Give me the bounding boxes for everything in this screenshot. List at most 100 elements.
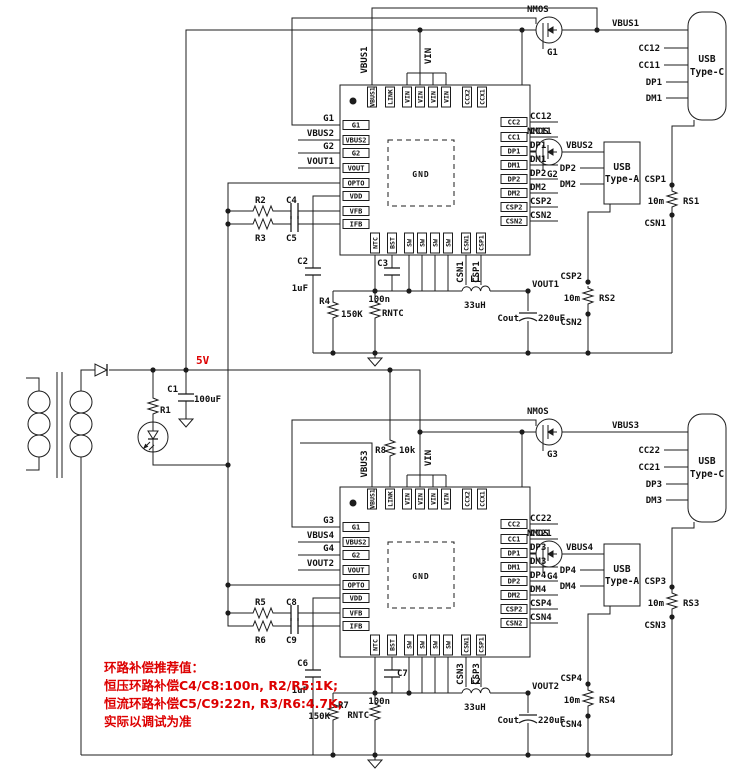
ext-vbus4: VBUS4 [307,531,335,541]
l2-label: L2 [470,677,481,687]
resistor-r6 [249,620,277,632]
usb-type-a-connector-2 [603,543,641,607]
resistor-r1 [147,395,159,419]
c7-label: C7 [397,669,408,679]
resistor-r3 [249,218,277,230]
cout2-value: 220uF [538,716,565,726]
c9-label: C9 [286,636,297,646]
note-line-4: 实际以调试为准 [104,714,192,729]
g2-gate-label: G2 [547,170,558,180]
nmos1-label: NMOS [527,5,549,15]
sense-resistor-rs4 [582,687,594,711]
rs2-csn2: CSN2 [560,318,582,328]
ext-csp4: CSP4 [530,599,552,609]
rs4-label: RS4 [599,696,616,706]
ext-dp4: DP4 [530,571,547,581]
stub-csn3: CSN3 [456,663,466,685]
c2-value: 1uF [292,284,308,294]
l2-value: 33uH [464,703,486,713]
sense-resistor-rs1 [666,188,678,212]
ext-cc12: CC12 [530,112,552,122]
note-line-1: 环路补偿推荐值： [104,660,204,675]
usb-a1-line1: USB [613,162,630,173]
capacitor-c5 [290,215,299,233]
ext-dm2: DM2 [530,183,546,193]
stub-csp3: CSP3 [472,663,482,685]
rs2-csp2: CSP2 [560,272,582,282]
ta2-dp4: DP4 [560,566,577,576]
ext-g1: G1 [323,114,334,124]
rs4-value: 10m [564,696,581,706]
r8-value: 10k [399,446,416,456]
charger-ic-2 [339,486,531,658]
cout1-label: Cout [497,314,519,324]
ext-dm4: DM4 [530,585,547,595]
stub-csp1: CSP1 [472,261,482,283]
r5-label: R5 [255,598,266,608]
r1-label: R1 [160,406,171,416]
usb-a1-line2: Type-A [605,174,640,185]
ta2-dm4: DM4 [560,582,577,592]
ext-cc22: CC22 [530,514,552,524]
sense-resistor-rs2 [582,285,594,309]
resistor-r8 [384,437,396,461]
ext-vbus2: VBUS2 [307,129,334,139]
rs3-csn3: CSN3 [644,621,666,631]
tc2-cc22: CC22 [638,446,660,456]
usb-c1-line1: USB [698,54,715,65]
net-vbus4: VBUS4 [566,543,594,553]
rntc2-label: RNTC [347,711,369,721]
usb-type-c-connector-1 [687,11,727,121]
ext-csp2: CSP2 [530,197,552,207]
net-vout1: VOUT1 [532,280,559,290]
nmos2-label: NMOS [527,127,549,137]
r4-label: R4 [319,297,330,307]
rntc1-label: RNTC [382,309,404,319]
tc1-dm1: DM1 [646,94,662,104]
usb-c1-line2: Type-C [690,67,725,78]
tc2-dm3: DM3 [646,496,662,506]
usb-a2-line1: USB [613,564,630,575]
ext-dm3: DM3 [530,557,546,567]
nmos4-label: NMOS [527,529,549,539]
g3-gate-label: G3 [547,450,558,460]
ta1-dm2: DM2 [560,180,576,190]
c1-label: C1 [167,385,178,395]
ext-vout2: VOUT2 [307,559,334,569]
net-vout2: VOUT2 [532,682,559,692]
rectifier-diode [94,363,108,377]
ext-vout1: VOUT1 [307,157,334,167]
capacitor-cout-2 [518,714,538,724]
transformer [27,390,93,458]
ext-csn2: CSN2 [530,211,552,221]
usb-c2-line2: Type-C [690,469,725,480]
ext-csn4: CSN4 [530,613,552,623]
ground-symbol [178,413,194,428]
capacitor-cout-1 [518,312,538,322]
net-vbus3-out: VBUS3 [612,421,639,431]
r8-label: R8 [375,446,386,456]
sense-resistor-rs3 [666,590,678,614]
labels: 5V R1 C1 100uF VBUS1 VIN G1 VBUS2 G2 VOU… [104,5,724,730]
usb-type-c-connector-2 [687,413,727,523]
tc2-cc21: CC21 [638,463,660,473]
r2-label: R2 [255,196,266,206]
components [27,11,727,769]
rs2-value: 10m [564,294,581,304]
nmos-g3 [535,418,563,452]
rs4-csn4: CSN4 [560,720,582,730]
usb-c2-line1: USB [698,456,715,467]
c3-label: C3 [377,259,388,269]
c1-value: 100uF [194,395,221,405]
c2-label: C2 [297,257,308,267]
r3-label: R3 [255,234,266,244]
r7-value: 150K [308,712,330,722]
ext-cc11: CC11 [530,127,552,137]
tc1-cc12: CC12 [638,44,660,54]
resistor-r5 [249,607,277,619]
rail-5v-label: 5V [196,354,210,367]
note-line-3: 恒流环路补偿C5/C9:22n, R3/R6:4.7K; [104,696,343,711]
capacitor-c6 [304,669,322,678]
